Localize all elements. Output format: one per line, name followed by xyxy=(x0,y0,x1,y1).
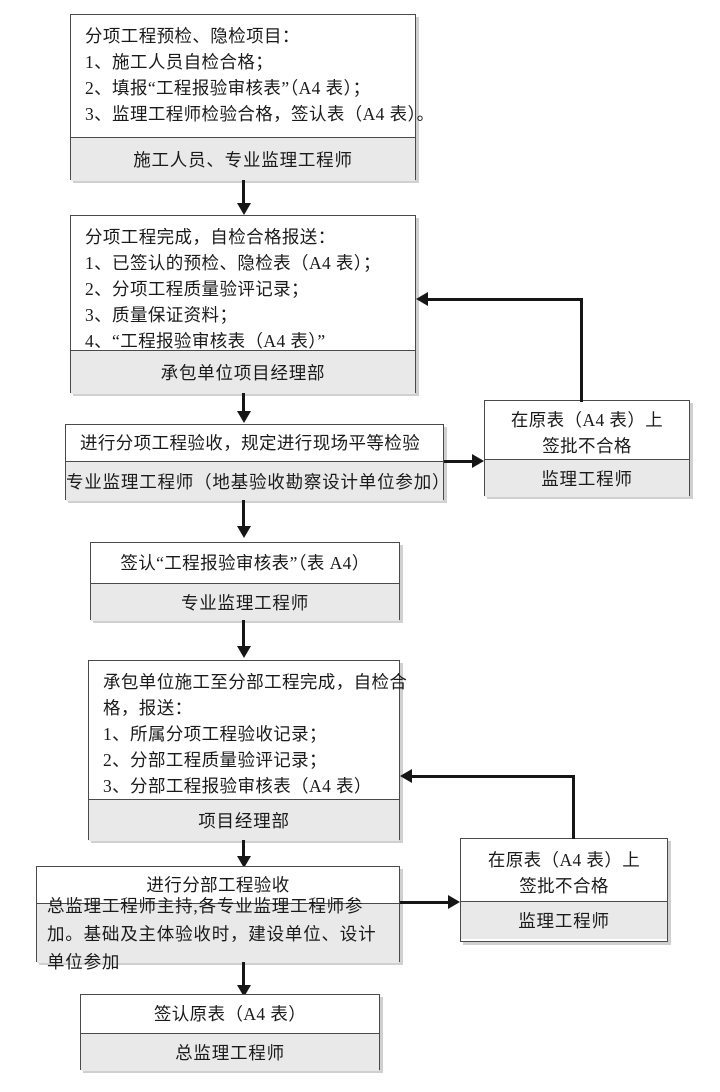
edge-node2-node3-arrowhead xyxy=(236,411,251,423)
node-box-reject1: 在原表（A4 表）上 签批不合格 监理工程师 xyxy=(484,400,690,497)
edge-reject2-node5-hline xyxy=(412,775,574,778)
node-box-node4: 签认“工程报验审核表”（表 A4） 专业监理工程师 xyxy=(90,542,400,621)
node3-actor-label: 专业监理工程师（地基验收勘察设计单位参加） xyxy=(66,472,451,492)
node6-line-0: 进行分部工程验收 xyxy=(146,875,290,895)
reject2-body: 在原表（A4 表）上 签批不合格 xyxy=(461,839,667,901)
node5-line-3: 2、分部工程质量验评记录； xyxy=(103,750,327,770)
node1-line-1: 1、施工人员自检合格； xyxy=(85,52,274,72)
reject2-line-1: 签批不合格 xyxy=(519,876,609,896)
node5-line-0: 承包单位施工至分部工程完成，自检合 xyxy=(103,672,408,692)
edge-reject1-node2-vline xyxy=(580,298,583,402)
edge-node4-node5-line xyxy=(242,620,245,648)
reject1-line-0: 在原表（A4 表）上 xyxy=(510,410,664,430)
edge-node6-node7-line xyxy=(242,962,245,988)
edge-node6-reject2-line xyxy=(400,901,452,904)
edge-reject2-node5-vline xyxy=(572,775,575,839)
node7-actor: 总监理工程师 xyxy=(81,1033,379,1071)
reject1-body: 在原表（A4 表）上 签批不合格 xyxy=(485,401,689,459)
node-box-node3: 进行分项工程验收，规定进行现场平等检验 专业监理工程师（地基验收勘察设计单位参加… xyxy=(65,424,451,501)
node-box-node7: 签认原表（A4 表） 总监理工程师 xyxy=(80,994,380,1071)
node5-actor-label: 项目经理部 xyxy=(198,811,290,831)
edge-node3-reject1-line xyxy=(444,460,476,463)
node-box-node5: 承包单位施工至分部工程完成，自检合 格，报送： 1、所属分项工程验收记录； 2、… xyxy=(88,660,408,841)
node-box-reject2: 在原表（A4 表）上 签批不合格 监理工程师 xyxy=(460,838,668,942)
node5-line-1: 格，报送： xyxy=(103,698,193,718)
reject2-actor-label: 监理工程师 xyxy=(518,911,610,931)
node7-body: 签认原表（A4 表） xyxy=(81,995,379,1033)
node1-line-0: 分项工程预检、隐检项目： xyxy=(85,26,300,46)
node5-line-2: 1、所属分项工程验收记录； xyxy=(103,724,327,744)
reject1-line-1: 签批不合格 xyxy=(542,436,632,456)
node3-line-0: 进行分项工程验收，规定进行现场平等检验 xyxy=(80,433,421,453)
node2-line-3: 3、质量保证资料； xyxy=(85,305,238,325)
node2-line-1: 1、已签认的预检、隐检表（A4 表）； xyxy=(85,253,381,273)
node6-actor: 总监理工程师主持,各专业监理工程师参加。基础及主体验收时，建设单位、设计单位参加 xyxy=(37,896,399,972)
edge-node5-node6-arrowhead xyxy=(236,856,251,868)
node-box-node1: 分项工程预检、隐检项目： 1、施工人员自检合格； 2、填报“工程报验审核表”（A… xyxy=(70,14,435,181)
node1-body: 分项工程预检、隐检项目： 1、施工人员自检合格； 2、填报“工程报验审核表”（A… xyxy=(71,15,435,137)
node1-line-3: 3、监理工程师检验合格，签认表（A4 表）。 xyxy=(85,104,435,124)
node4-actor: 专业监理工程师 xyxy=(91,583,399,621)
node2-actor: 承包单位项目经理部 xyxy=(71,350,415,394)
reject2-actor: 监理工程师 xyxy=(461,901,667,939)
reject2-line-0: 在原表（A4 表）上 xyxy=(487,850,641,870)
edge-node3-reject1-arrowhead xyxy=(472,454,484,468)
node2-line-2: 2、分项工程质量验评记录； xyxy=(85,279,309,299)
node7-line-0: 签认原表（A4 表） xyxy=(153,1004,307,1024)
node4-body: 签认“工程报验审核表”（表 A4） xyxy=(91,543,399,583)
node2-body: 分项工程完成，自检合格报送： 1、已签认的预检、隐检表（A4 表）； 2、分项工… xyxy=(71,216,415,351)
edge-node2-node3-line xyxy=(242,393,245,413)
node4-line-0: 签认“工程报验审核表”（表 A4） xyxy=(120,553,370,573)
node5-body: 承包单位施工至分部工程完成，自检合 格，报送： 1、所属分项工程验收记录； 2、… xyxy=(89,661,408,799)
node1-line-2: 2、填报“工程报验审核表”（A4 表）； xyxy=(85,78,371,98)
node1-actor: 施工人员、专业监理工程师 xyxy=(71,137,415,181)
node-box-node2: 分项工程完成，自检合格报送： 1、已签认的预检、隐检表（A4 表）； 2、分项工… xyxy=(70,215,416,394)
edge-reject2-node5-arrowhead xyxy=(400,769,412,783)
edge-reject1-node2-arrowhead xyxy=(416,292,428,306)
edge-node3-node4-line xyxy=(242,500,245,528)
reject1-actor-label: 监理工程师 xyxy=(541,469,633,489)
node4-actor-label: 专业监理工程师 xyxy=(180,593,310,613)
node5-actor: 项目经理部 xyxy=(89,799,399,841)
node2-actor-label: 承包单位项目经理部 xyxy=(160,363,326,383)
node2-line-4: 4、“工程报验审核表（A4 表）” xyxy=(85,331,326,351)
node7-actor-label: 总监理工程师 xyxy=(175,1043,285,1063)
edge-node1-node2-arrowhead xyxy=(236,203,251,215)
node1-actor-label: 施工人员、专业监理工程师 xyxy=(133,150,353,170)
edge-node4-node5-arrowhead xyxy=(236,646,251,658)
edge-reject1-node2-hline xyxy=(428,298,582,301)
node3-body: 进行分项工程验收，规定进行现场平等检验 xyxy=(66,425,443,461)
node6-actor-label: 总监理工程师主持,各专业监理工程师参加。基础及主体验收时，建设单位、设计单位参加 xyxy=(47,895,377,972)
node3-actor: 专业监理工程师（地基验收勘察设计单位参加） xyxy=(66,461,451,501)
edge-node6-reject2-arrowhead xyxy=(448,895,460,909)
node-box-node6: 进行分部工程验收 总监理工程师主持,各专业监理工程师参加。基础及主体验收时，建设… xyxy=(36,866,400,972)
edge-node1-node2-line xyxy=(242,180,245,206)
node6-body: 进行分部工程验收 xyxy=(37,867,399,903)
node5-line-4: 3、分部工程报验审核表（A4 表） xyxy=(103,776,372,796)
edge-node5-node6-line xyxy=(242,840,245,858)
reject1-actor: 监理工程师 xyxy=(485,459,689,497)
node2-line-0: 分项工程完成，自检合格报送： xyxy=(85,227,336,247)
edge-node3-node4-arrowhead xyxy=(236,526,251,538)
